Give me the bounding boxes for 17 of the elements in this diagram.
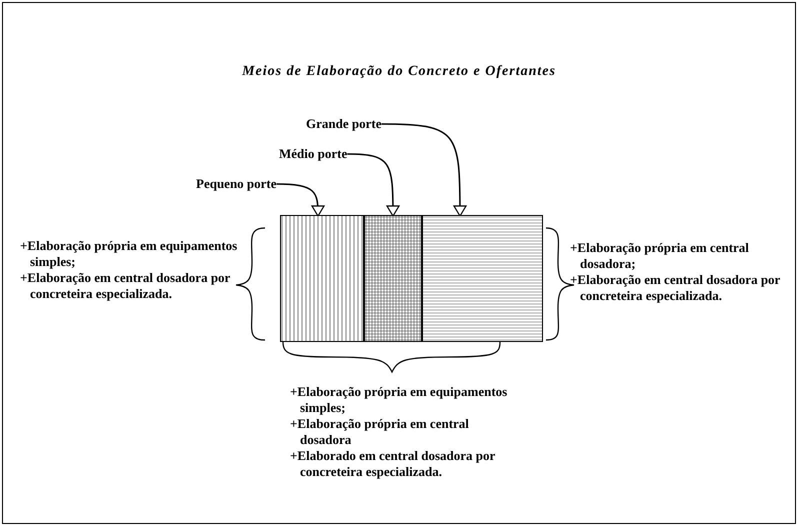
- curved-arrow: [381, 123, 467, 217]
- bullet-text: +Elaborado em central dosadora por concreteira especializada.: [290, 448, 496, 480]
- size-label: Pequeno porte: [196, 176, 277, 192]
- curved-arrow: [276, 183, 324, 217]
- bullet-text: +Elaboração em central dosadora por concreteira especializada.: [570, 272, 782, 304]
- hatched-segment: [364, 215, 422, 342]
- hatched-segment: [280, 215, 364, 342]
- hatched-segment: [422, 215, 543, 342]
- bullet-text: +Elaboração própria em central dosadora;: [570, 240, 750, 272]
- bullet-text: +Elaboração em central dosadora por concreteira especializada.: [20, 270, 232, 302]
- bullet-text: +Elaboração própria em equipamentos simples;: [290, 384, 508, 416]
- curved-arrow: [347, 153, 400, 217]
- diagram-title: Meios de Elaboração do Concreto e Ofertantes: [241, 64, 557, 80]
- bullet-text: +Elaboração própria em central dosadora: [290, 416, 470, 448]
- size-label: Médio porte: [279, 146, 348, 162]
- bullet-text: +Elaboração própria em equipamentos simples;: [20, 238, 238, 270]
- size-label: Grande porte: [306, 116, 382, 132]
